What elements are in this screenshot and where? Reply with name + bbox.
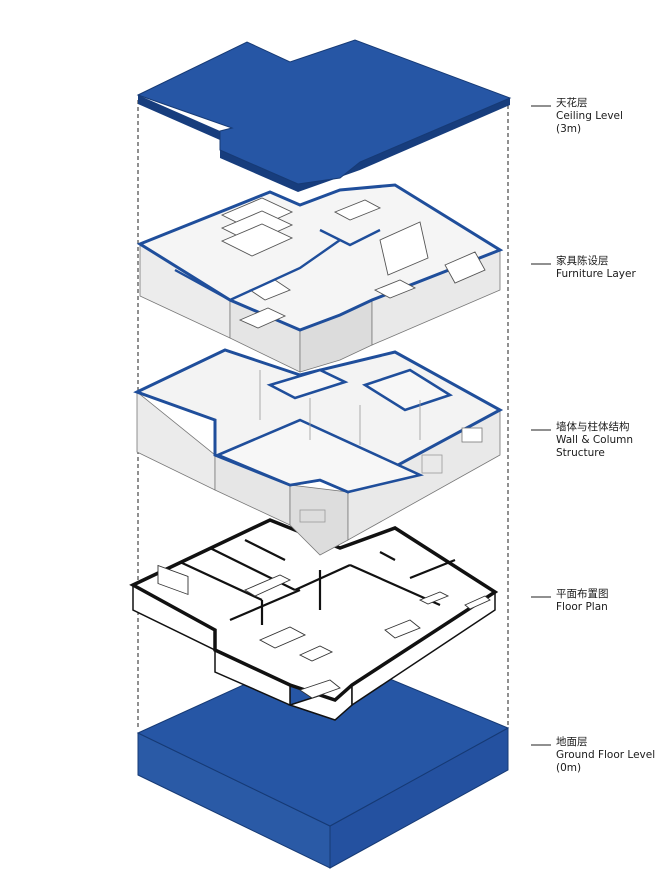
label-floorplan-en-1: Floor Plan [556,601,608,613]
wall-structure [133,348,504,556]
label-furniture-zh: 家具陈设层 [556,255,609,267]
label-ground-zh: 地面层 [556,736,588,748]
furniture-model [136,183,504,373]
label-ground-en-1: Ground Floor Level [556,749,656,761]
label-walls-en-2: Structure [556,447,605,459]
label-ceiling-en-1: Ceiling Level [556,110,623,122]
floor-plan-drawing [129,518,499,721]
label-walls-en-1: Wall & Column [556,434,634,446]
label-floor-plan: 平面布置图 Floor Plan [556,588,609,614]
label-walls-zh: 墙体与柱体结构 [556,421,630,433]
label-ground-level: 地面层 Ground Floor Level (0m) [556,736,655,775]
ground-slab [136,649,510,869]
label-ceiling-zh: 天花层 [556,97,588,109]
label-ceiling-en-2: (3m) [556,123,582,135]
label-wall-structure: 墙体与柱体结构 Wall & Column Structure [556,421,633,460]
label-ground-en-2: (0m) [556,762,582,774]
label-furniture-en-1: Furniture Layer [556,268,636,280]
leader-ticks [531,105,551,746]
label-ceiling-level: 天花层 Ceiling Level (3m) [556,97,623,136]
ceiling-slab [136,39,512,192]
label-floorplan-zh: 平面布置图 [556,588,609,600]
label-furniture-layer: 家具陈设层 Furniture Layer [556,255,636,281]
